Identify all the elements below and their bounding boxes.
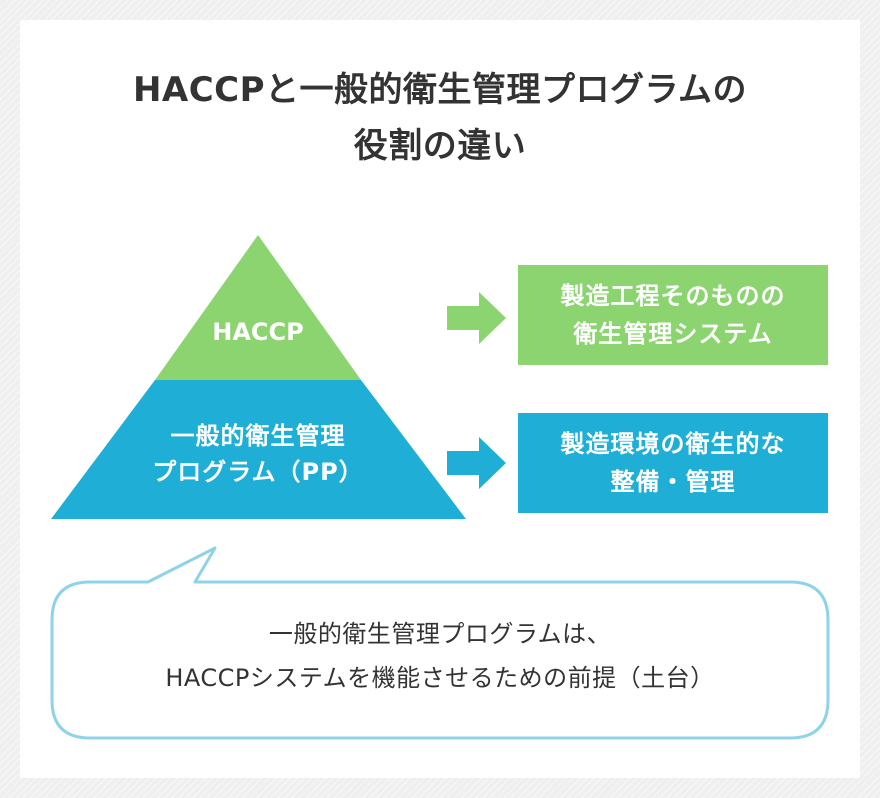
- note-line-2: HACCPシステムを機能させるための前提（土台）: [165, 664, 715, 692]
- arrow-to-haccp-box-icon: [447, 292, 506, 344]
- title-line-2: 役割の違い: [353, 126, 527, 166]
- diagram-title: HACCPと一般的衛生管理プログラムの 役割の違い: [0, 62, 880, 174]
- note-speech-bubble: [50, 546, 830, 740]
- note-line-1: 一般的衛生管理プログラムは、: [268, 620, 612, 648]
- pyramid-top-haccp: [155, 235, 361, 380]
- pyramid-bottom-label-line-1: 一般的衛生管理: [170, 422, 346, 450]
- pyramid-bottom-label-line-2: プログラム（PP）: [152, 458, 364, 486]
- haccp-box-line-2: 衛生管理システム: [573, 320, 773, 348]
- haccp-box-line-1: 製造工程そのものの: [560, 282, 786, 310]
- arrow-to-pp-box-icon: [447, 437, 506, 489]
- pyramid-bottom-label: 一般的衛生管理 プログラム（PP）: [108, 418, 408, 490]
- title-line-1: HACCPと一般的衛生管理プログラムの: [132, 70, 748, 110]
- pp-description-box: 製造環境の衛生的な 整備・管理: [518, 413, 828, 513]
- pp-box-line-1: 製造環境の衛生的な: [560, 430, 786, 458]
- haccp-box-bg: [518, 265, 828, 365]
- pyramid-bottom-pp: [51, 380, 466, 519]
- pyramid-top-label: HACCP: [212, 318, 304, 346]
- pp-box-bg: [518, 413, 828, 513]
- haccp-description-box: 製造工程そのものの 衛生管理システム: [518, 265, 828, 365]
- pp-box-line-2: 整備・管理: [610, 468, 736, 496]
- note-text: 一般的衛生管理プログラムは、 HACCPシステムを機能させるための前提（土台）: [60, 612, 820, 700]
